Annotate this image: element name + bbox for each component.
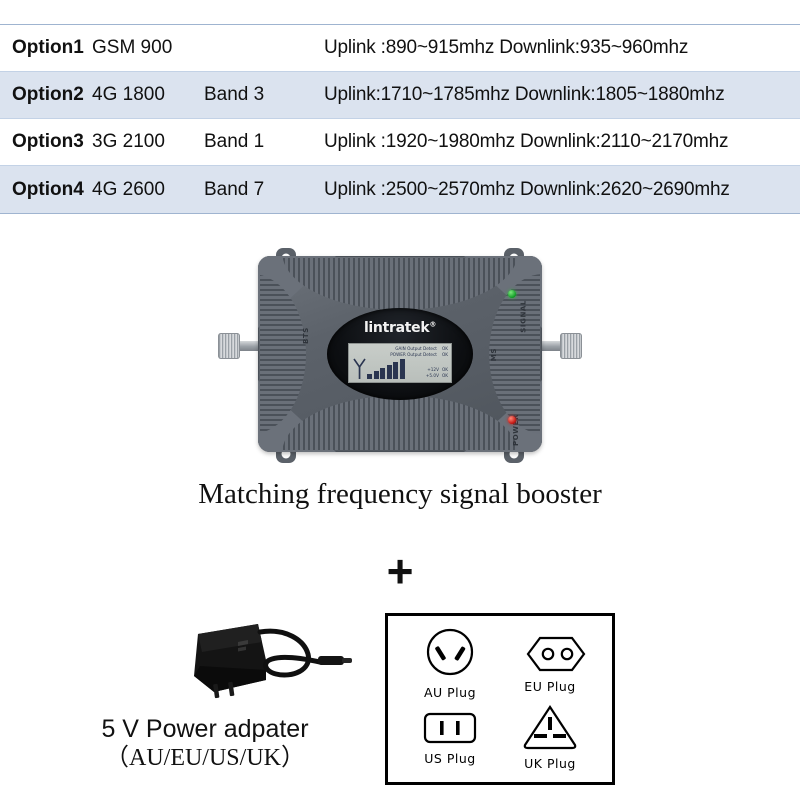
n-connector-ms [540, 333, 582, 359]
table-row: Option1 GSM 900 Uplink :890~915mhz Downl… [0, 25, 800, 72]
antenna-icon [353, 358, 366, 379]
brand-logo-text: lintratek [363, 320, 430, 336]
network-label: 4G 1800 [92, 84, 165, 105]
band-label: Band 1 [204, 131, 265, 152]
signal-led-indicator [508, 290, 516, 298]
band-label: Band 3 [204, 84, 265, 105]
option-label: Option2 [12, 84, 84, 105]
frequency-options-table: Option1 GSM 900 Uplink :890~915mhz Downl… [0, 24, 800, 214]
option-label: Option1 [12, 37, 84, 58]
band-label: Band 7 [204, 178, 265, 200]
signal-bar [386, 365, 392, 379]
lcd-12v-value: OK [441, 367, 448, 372]
plug-label-uk: UK Plug [524, 756, 576, 771]
plug-label-eu: EU Plug [524, 679, 576, 694]
lcd-gain-value: OK [441, 346, 448, 351]
adapter-subtitle: （AU/EU/US/UK） [104, 745, 305, 771]
n-connector-bts [218, 333, 260, 359]
connector-nut [560, 333, 582, 359]
option-label: Option3 [12, 131, 84, 152]
network-label: 3G 2100 [92, 131, 165, 152]
plug-item-us: US Plug [400, 700, 500, 774]
signal-bar [373, 371, 379, 379]
lcd-gain-row: GAIN Output Detect OK [352, 346, 448, 352]
signal-bar [367, 374, 372, 379]
lcd-5v-label: +5.0V [425, 373, 439, 378]
lcd-display: GAIN Output Detect OK POWER Output Detec… [348, 343, 452, 383]
signal-bar [399, 359, 405, 379]
adapter-caption: 5 V Power adpater （AU/EU/US/UK） [0, 715, 410, 773]
faceplate-panel: lintratek® GAIN Output Detect OK POWER O… [327, 308, 473, 400]
booster-housing: BTS MS SIGNAL POWER lintratek® GAIN Outp… [258, 256, 542, 452]
au-plug-icon [426, 628, 474, 676]
port-label-bts: BTS [302, 327, 310, 344]
signal-bar [393, 362, 398, 379]
power-adapter-icon [194, 624, 352, 699]
frequency-range: Uplink :890~915mhz Downlink:935~960mhz [324, 37, 689, 58]
connector-nut [218, 333, 240, 359]
table-row: Option2 4G 1800 Band 3 Uplink:1710~1785m… [0, 72, 800, 119]
plug-item-au: AU Plug [400, 626, 500, 700]
lcd-5v-value: OK [441, 373, 448, 378]
brand-logo: lintratek® [327, 320, 473, 336]
lcd-12v-row: +12V OK [426, 367, 448, 373]
plug-item-uk: UK Plug [500, 700, 600, 774]
lcd-voltage-group: +12V OK +5.0V OK [426, 367, 448, 379]
eu-plug-icon [526, 636, 586, 672]
table-row: Option4 4G 2600 Band 7 Uplink :2500~2570… [0, 166, 800, 213]
network-label: 4G 2600 [92, 178, 165, 200]
lcd-power-value: OK [441, 352, 448, 357]
plug-label-us: US Plug [424, 751, 476, 766]
table-row: Option3 3G 2100 Band 1 Uplink :1920~1980… [0, 119, 800, 166]
connector-shaft [238, 341, 260, 351]
plug-item-eu: EU Plug [500, 626, 600, 700]
frequency-range: Uplink :2500~2570mhz Downlink:2620~2690m… [324, 178, 730, 200]
plug-grid: AU Plug EU Plug US Plug [400, 626, 600, 774]
signal-bar [380, 368, 385, 379]
signal-booster-image: BTS MS SIGNAL POWER lintratek® GAIN Outp… [0, 240, 800, 480]
lcd-power-row: POWER Output Detect OK [352, 352, 448, 358]
us-plug-icon [423, 712, 477, 744]
connector-shaft [540, 341, 562, 351]
lcd-power-label: POWER Output Detect [390, 352, 437, 357]
frequency-range: Uplink :1920~1980mhz Downlink:2110~2170m… [324, 131, 729, 152]
plug-label-au: AU Plug [423, 685, 477, 700]
plus-separator-icon: + [386, 545, 414, 597]
power-adapter-image [150, 612, 410, 772]
option-label: Option4 [12, 178, 84, 200]
network-label: GSM 900 [92, 37, 173, 58]
lcd-5v-row: +5.0V OK [426, 373, 448, 379]
power-led-indicator [508, 416, 516, 424]
lcd-gain-label: GAIN Output Detect [395, 346, 437, 351]
signal-bars [367, 359, 405, 379]
booster-device: BTS MS SIGNAL POWER lintratek® GAIN Outp… [218, 248, 582, 463]
heatsink-fins-left [260, 274, 306, 434]
port-label-ms: MS [490, 348, 498, 362]
adapter-title: 5 V Power adpater [101, 715, 309, 743]
signal-led-label: SIGNAL [520, 300, 528, 333]
booster-caption: Matching frequency signal booster [198, 478, 602, 510]
uk-plug-icon [523, 704, 577, 750]
plug-types-box: AU Plug EU Plug US Plug [385, 613, 615, 785]
lcd-12v-label: +12V [427, 367, 439, 372]
frequency-range: Uplink:1710~1785mhz Downlink:1805~1880mh… [324, 84, 725, 105]
registered-mark-icon: ® [429, 320, 437, 329]
